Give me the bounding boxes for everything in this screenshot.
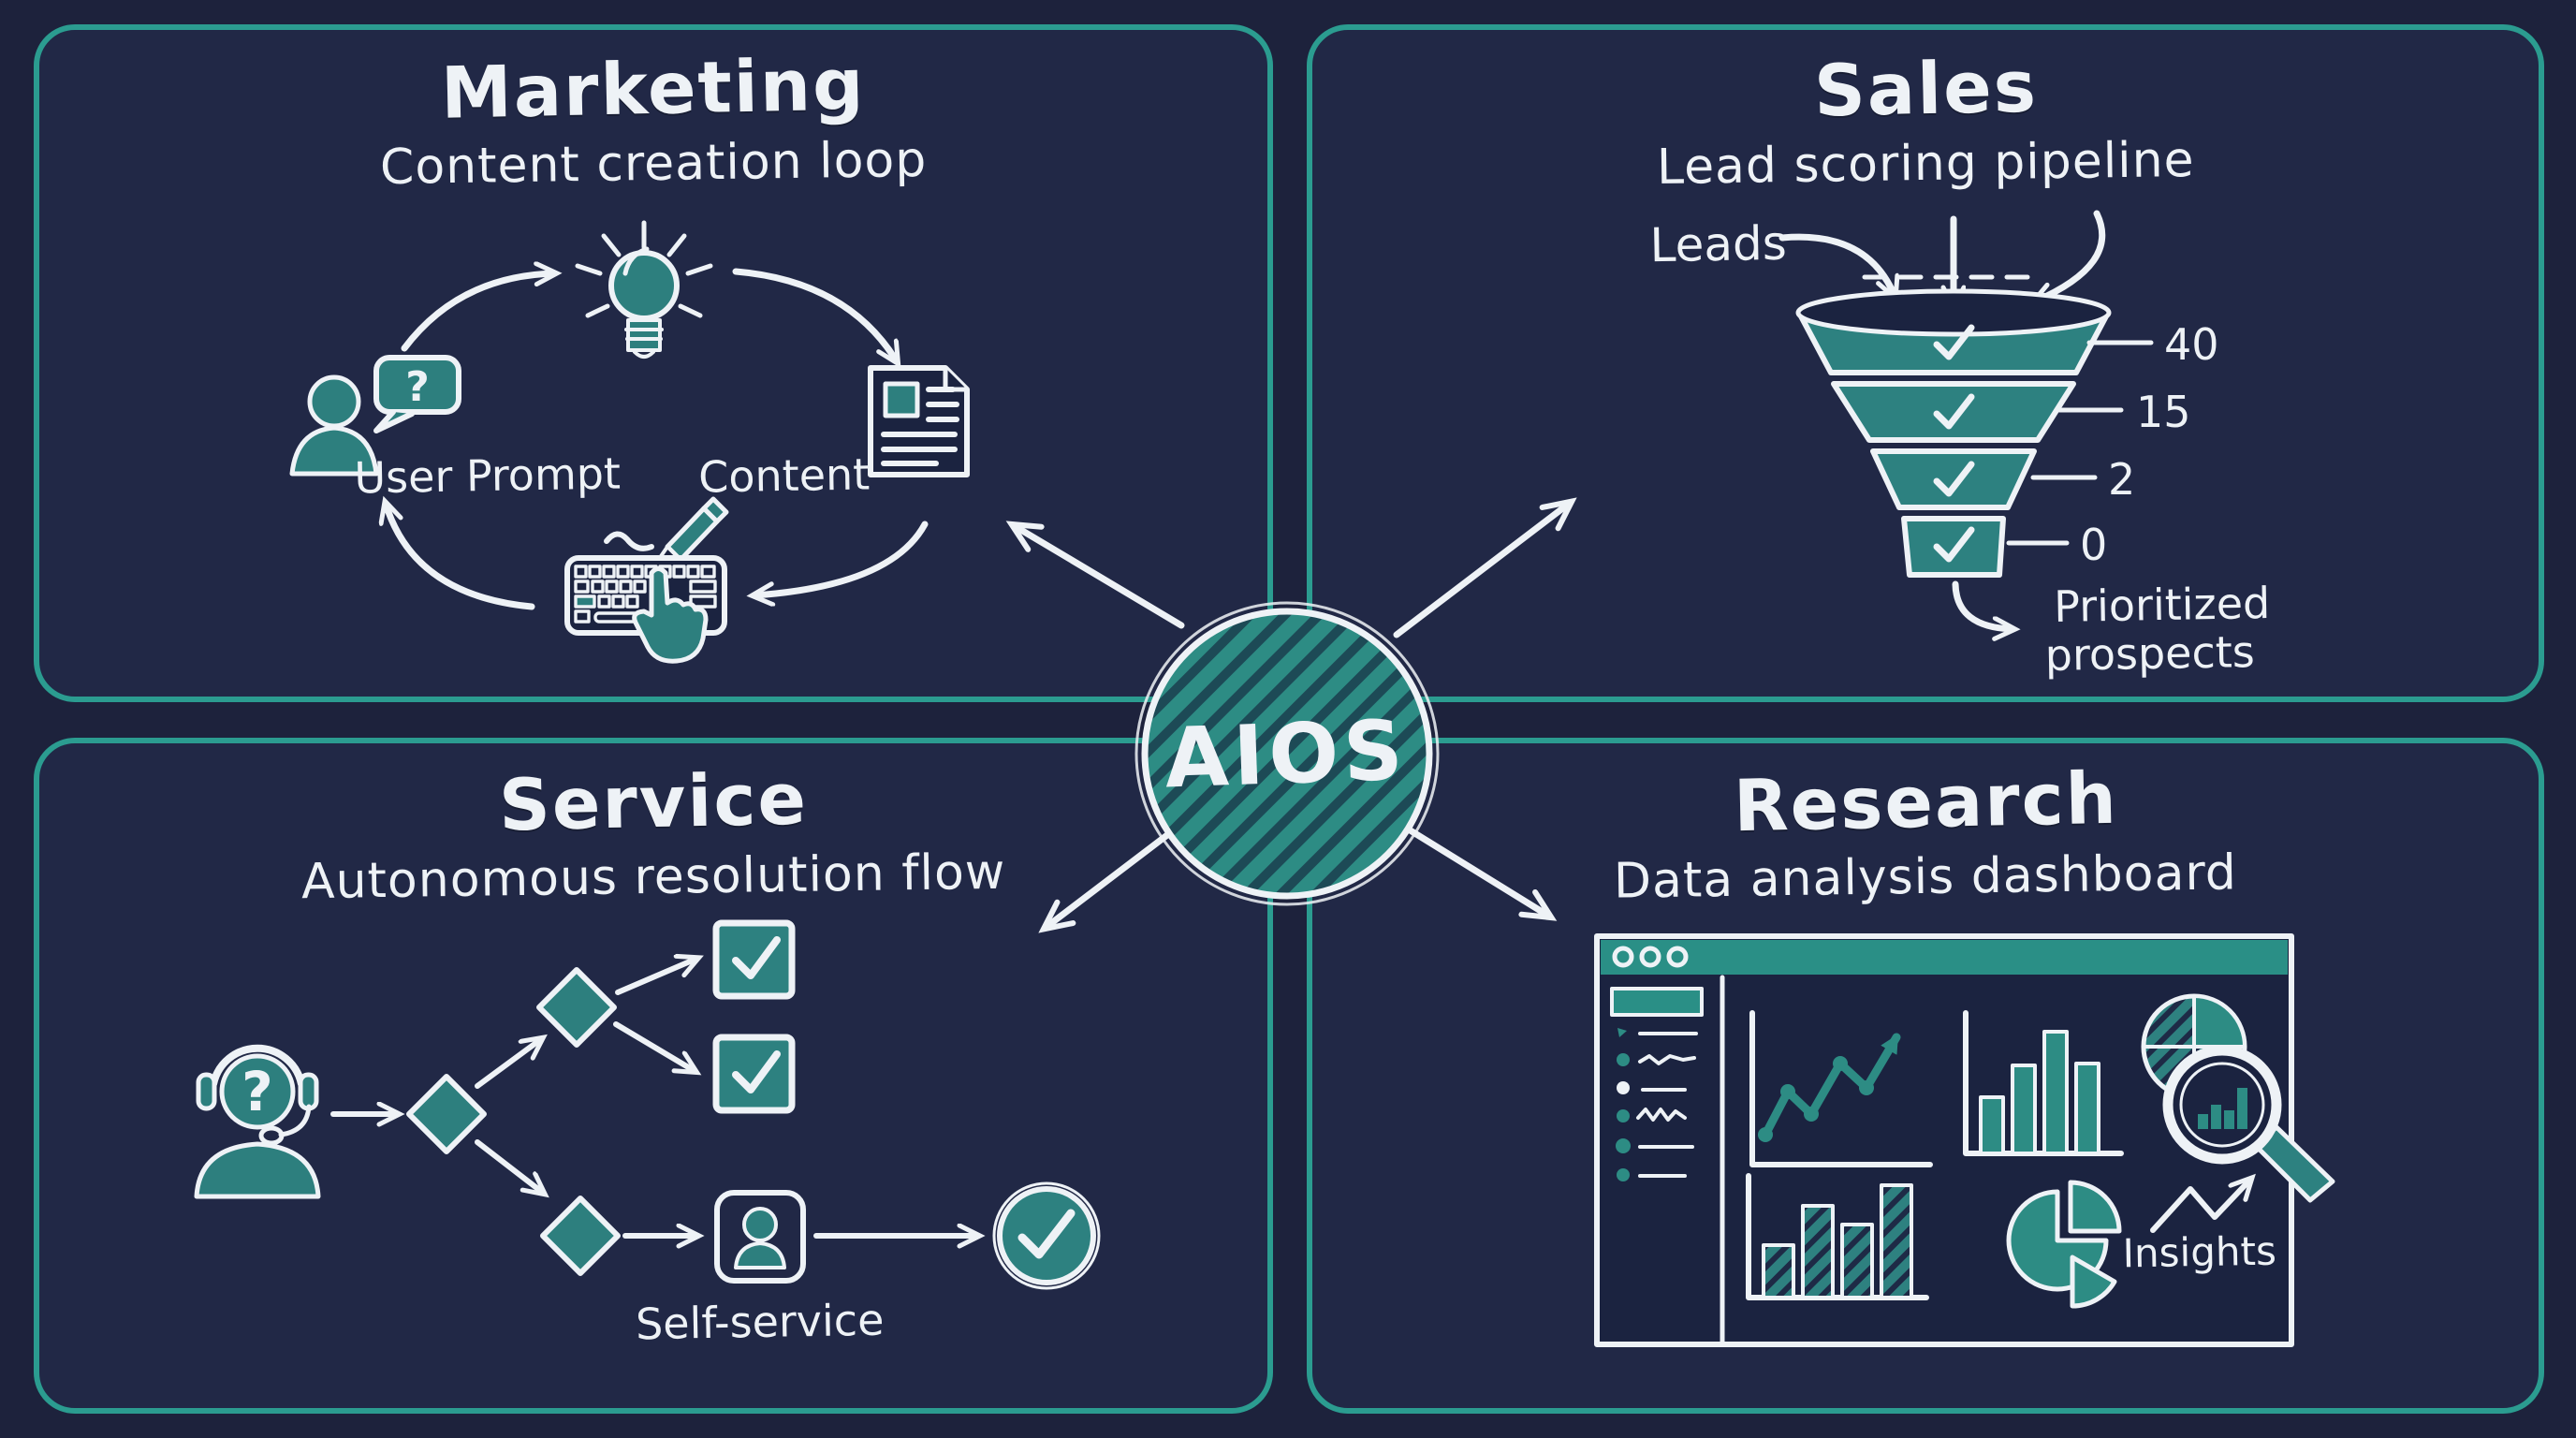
panel-marketing: Marketing Content creation loop (34, 24, 1273, 702)
service-subtitle: Autonomous resolution flow (300, 844, 1006, 911)
panel-service: Service Autonomous resolution flow (34, 738, 1273, 1414)
service-title: Service (498, 756, 809, 847)
marketing-subtitle: Content creation loop (379, 131, 928, 197)
panel-research: Research Data analysis dashboard (1307, 738, 2544, 1414)
marketing-title: Marketing (440, 42, 867, 135)
research-title: Research (1732, 756, 2119, 848)
sales-title: Sales (1812, 44, 2039, 133)
sales-subtitle: Lead scoring pipeline (1656, 131, 2195, 197)
panel-sales: Sales Lead scoring pipeline (1307, 24, 2544, 702)
research-subtitle: Data analysis dashboard (1613, 844, 2238, 910)
